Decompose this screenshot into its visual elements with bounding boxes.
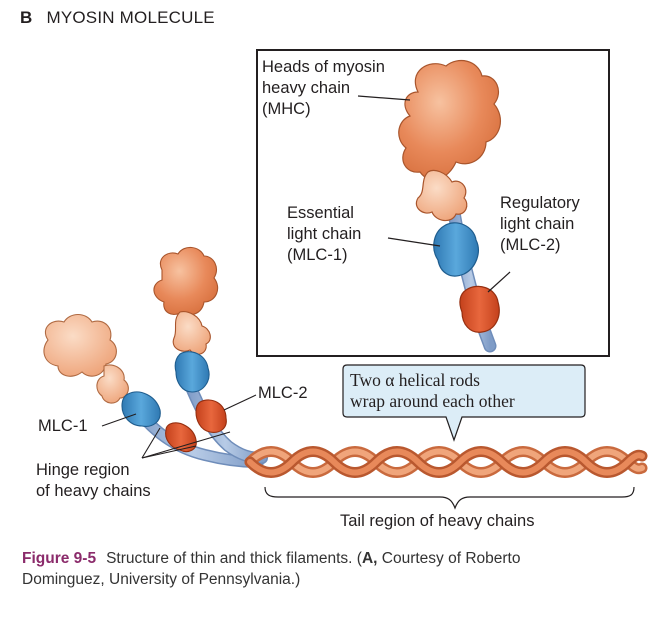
hinge-leader-line [141, 445, 197, 459]
left-essential-light-chain [121, 391, 161, 427]
right-myosin-head [153, 246, 219, 316]
panel-heading: B MYOSIN MOLECULE [20, 8, 215, 28]
right-head-neck [172, 311, 211, 355]
essential-leader-line [387, 237, 441, 247]
panel-letter: B [20, 8, 33, 27]
callout-box [342, 364, 586, 442]
right-regulatory-light-chain [195, 399, 227, 433]
left-head-neck [96, 364, 129, 404]
figure-number: Figure 9-5 [22, 550, 97, 567]
tail-brace [264, 486, 635, 510]
caption-line-2: Dominguez, University of Pennsylvania.) [22, 571, 301, 588]
inset-essential-light-chain [433, 222, 479, 277]
regulatory-leader-line [487, 271, 511, 293]
tail-region-label: Tail region of heavy chains [340, 512, 535, 530]
hinge-leader-line [141, 431, 231, 459]
left-myosin-head [43, 313, 117, 377]
inset-head-neck [415, 169, 468, 222]
right-essential-light-chain [174, 351, 210, 393]
heads-leader-line [357, 95, 411, 101]
mlc2-label: MLC-2 [258, 384, 308, 402]
heads-label: Heads of myosin heavy chain (MHC) [262, 58, 385, 118]
panel-title: MYOSIN MOLECULE [46, 8, 215, 27]
hinge-region-label: Hinge region of heavy chains [36, 461, 151, 500]
essential-light-chain-label: Essential light chain (MLC-1) [287, 204, 362, 264]
callout-text: Two α helical rods wrap around each othe… [350, 370, 515, 411]
inset-regulatory-light-chain [459, 285, 500, 333]
hinge-leader-line [141, 427, 161, 459]
mlc1-label: MLC-1 [38, 417, 88, 435]
inset-myosin-head [398, 59, 502, 181]
mlc1-leader-line [101, 413, 137, 427]
mlc2-leader-line [223, 394, 257, 411]
regulatory-light-chain-label: Regulatory light chain (MLC-2) [500, 194, 580, 254]
